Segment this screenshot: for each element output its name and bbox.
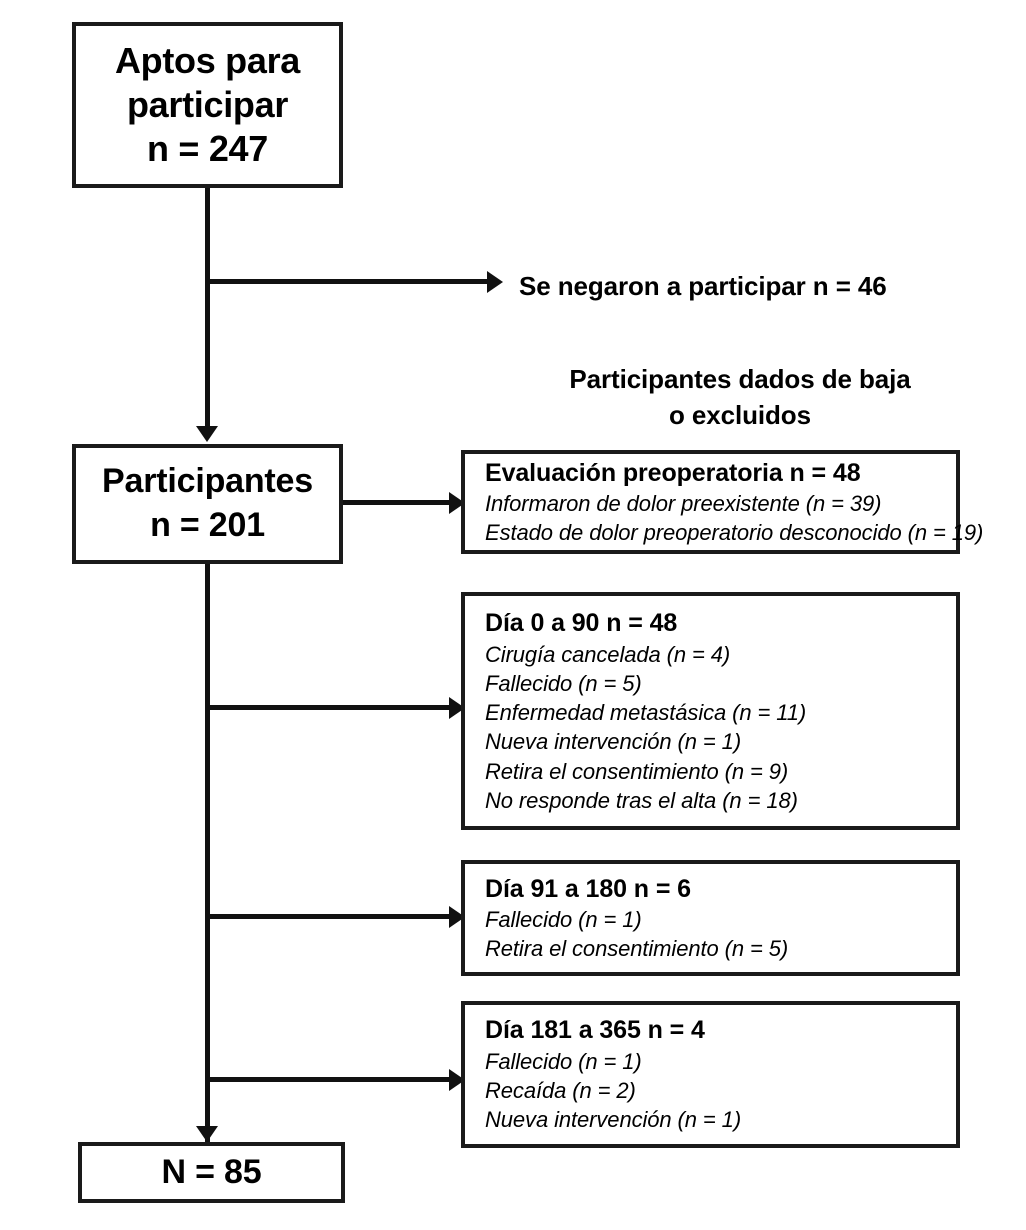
arrowhead-to-final: [196, 1126, 218, 1142]
exclusion-box-4-reason-2: Recaída (n = 2): [485, 1078, 636, 1104]
exclusion-box-2-reason-6: No responde tras el alta (n = 18): [485, 787, 798, 813]
connector-eligible-to-participants: [205, 188, 210, 426]
exclusion-box-2-reason-4: Nueva intervención (n = 1): [485, 729, 742, 755]
node-participants-line1: Participantes: [102, 462, 313, 501]
arrowhead-to-participants: [196, 426, 218, 442]
node-final-label: N = 85: [161, 1152, 262, 1191]
exclusion-box-2-reason-3: Enfermedad metastásica (n = 11): [485, 700, 807, 725]
node-final: N = 85: [78, 1142, 345, 1203]
exclusion-box-1-title: Evaluación preoperatoria n = 48: [485, 458, 861, 487]
exclusion-box-3-reason-1: Fallecido (n = 1): [485, 907, 642, 932]
node-eligible-line3: n = 247: [147, 127, 268, 169]
exclusion-box-3-reason-2: Retira el consentimiento (n = 5): [485, 936, 789, 962]
exclusion-box-1-reason-2: Estado de dolor preoperatorio desconocid…: [485, 520, 984, 546]
exclusion-box-4-reason-3: Nueva intervención (n = 1): [485, 1107, 742, 1133]
exclusion-box-3: Día 91 a 180 n = 6 Fallecido (n = 1) Ret…: [461, 860, 960, 976]
exclusion-box-3-title: Día 91 a 180 n = 6: [485, 874, 691, 903]
label-declined: Se negaron a participar n = 46: [519, 271, 887, 301]
exclusion-box-2-reason-1: Cirugía cancelada (n = 4): [485, 641, 731, 667]
exclusion-box-4-reason-1: Fallecido (n = 1): [485, 1048, 642, 1074]
heading-excluded-line1: Participantes dados de baja: [569, 364, 911, 394]
connector-exclusion-3: [205, 914, 453, 919]
node-eligible: Aptos para participar n = 247: [72, 22, 343, 188]
connector-exclusion-1: [343, 500, 453, 505]
connector-declined: [205, 279, 487, 284]
arrowhead-declined: [487, 271, 503, 293]
exclusion-box-1-reason-1: Informaron de dolor preexistente (n = 39…: [485, 491, 882, 516]
node-participants: Participantes n = 201: [72, 444, 343, 564]
exclusion-box-2-reason-2: Fallecido (n = 5): [485, 670, 642, 696]
connector-participants-to-final: [205, 564, 210, 1142]
exclusion-box-2-reason-5: Retira el consentimiento (n = 9): [485, 758, 789, 784]
exclusion-box-4: Día 181 a 365 n = 4 Fallecido (n = 1) Re…: [461, 1001, 960, 1148]
node-eligible-line2: participar: [126, 84, 289, 126]
exclusion-box-2: Día 0 a 90 n = 48 Cirugía cancelada (n =…: [461, 592, 960, 830]
heading-excluded-line2: o excluidos: [669, 400, 811, 430]
connector-exclusion-4: [205, 1077, 453, 1082]
node-participants-line2: n = 201: [150, 506, 265, 544]
exclusion-box-4-title: Día 181 a 365 n = 4: [485, 1016, 705, 1045]
node-eligible-line1: Aptos para: [114, 40, 301, 82]
connector-exclusion-2: [205, 705, 453, 710]
exclusion-box-2-title: Día 0 a 90 n = 48: [485, 609, 678, 637]
exclusion-box-1: Evaluación preoperatoria n = 48 Informar…: [461, 450, 983, 554]
